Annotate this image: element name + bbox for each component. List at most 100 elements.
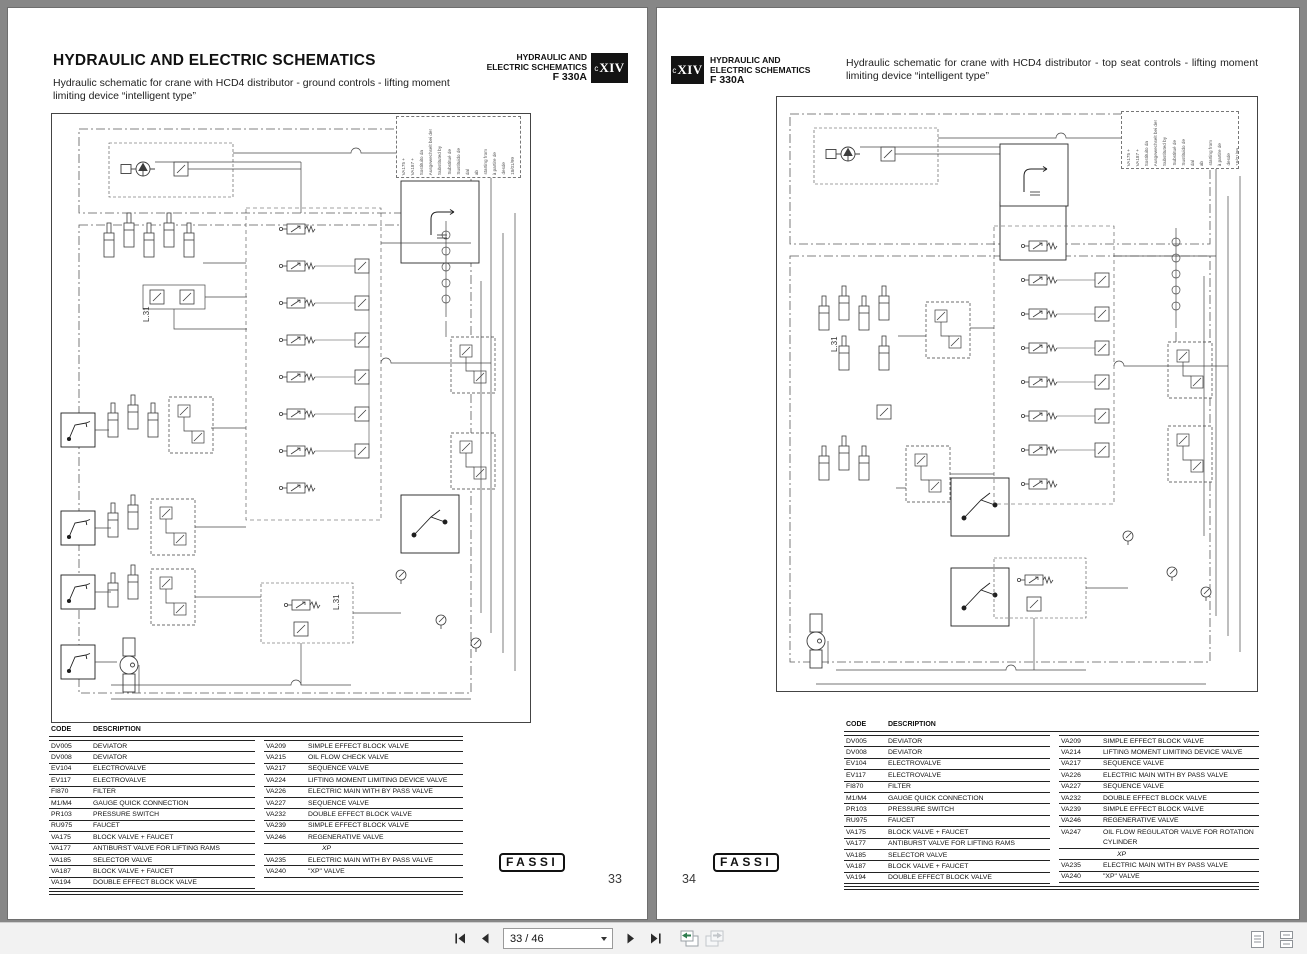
part-description: SELECTOR VALVE xyxy=(888,851,948,859)
part-code: VA240 xyxy=(1061,873,1081,881)
table-row: VA187 BLOCK VALVE + FAUCET xyxy=(49,866,255,878)
part-code: VA235 xyxy=(266,856,286,864)
page-subtitle-line2: limiting device “intelligent type” xyxy=(53,90,196,102)
table-row: VA217 SEQUENCE VALVE xyxy=(264,764,463,776)
parts-table-column: VA209 SIMPLE EFFECT BLOCK VALVE VA215 OI… xyxy=(264,740,463,878)
table-bottom-rule xyxy=(844,886,1259,891)
section-badge: c XIV xyxy=(671,56,704,84)
part-code: VA235 xyxy=(1061,861,1081,869)
next-view-icon xyxy=(705,930,724,947)
corner-header: HYDRAULIC AND ELECTRIC SCHEMATICS F 330A xyxy=(710,55,880,86)
check-valve-icon xyxy=(1094,408,1110,424)
table-row: XP xyxy=(264,844,463,855)
part-code: VA227 xyxy=(266,799,286,807)
page-subtitle-line1: Hydraulic schematic for crane with HCD4 … xyxy=(53,77,450,89)
next-page-icon xyxy=(627,933,634,944)
part-code: VA239 xyxy=(1061,806,1081,814)
continuous-view-button[interactable] xyxy=(1277,928,1295,950)
caret-down-icon[interactable] xyxy=(601,936,607,941)
part-code: PR103 xyxy=(846,806,867,814)
part-description: DOUBLE EFFECT BLOCK VALVE xyxy=(888,874,992,882)
table-row: VA185 SELECTOR VALVE xyxy=(49,855,255,867)
parts-table-header: CODE DESCRIPTION xyxy=(49,726,463,737)
table-row: VA246 REGENERATIVE VALVE xyxy=(264,832,463,844)
next-page-button[interactable] xyxy=(619,927,642,950)
note-line: Ausgewechselt bei der xyxy=(1153,119,1159,166)
part-description: SEQUENCE VALVE xyxy=(1103,760,1164,768)
check-valve-icon xyxy=(1094,306,1110,322)
part-description: ELECTROVALVE xyxy=(93,765,147,773)
document-page-right: c XIV HYDRAULIC AND ELECTRIC SCHEMATICS … xyxy=(656,7,1300,920)
block-valve-icon xyxy=(179,289,195,305)
note-line: Substituted by xyxy=(437,145,443,175)
first-page-button[interactable] xyxy=(449,927,472,950)
part-description: ELECTRIC MAIN WITH BY PASS VALVE xyxy=(308,788,433,796)
part-description: GAUGE QUICK CONNECTION xyxy=(93,799,189,807)
table-row: VA175 BLOCK VALVE + FAUCET xyxy=(49,832,255,844)
crane-motion-icon xyxy=(60,412,96,448)
part-code: VA227 xyxy=(1061,783,1081,791)
single-page-view-button[interactable] xyxy=(1248,928,1266,950)
check-valve-icon xyxy=(354,369,370,385)
part-code: VA187 xyxy=(846,862,866,870)
table-row: VA239 SIMPLE EFFECT BLOCK VALVE xyxy=(1059,804,1259,816)
part-code: VA232 xyxy=(266,811,286,819)
previous-page-button[interactable] xyxy=(474,927,497,950)
part-code: DV005 xyxy=(846,737,867,745)
part-code: VA177 xyxy=(51,845,71,853)
line-label: L.31 xyxy=(830,336,839,352)
part-description: SEQUENCE VALVE xyxy=(1103,783,1164,791)
table-row: VA235 ELECTRIC MAIN WITH BY PASS VALVE xyxy=(264,855,463,867)
rotation-actuator-icon xyxy=(119,637,139,693)
note-line: Substitué de xyxy=(446,149,452,175)
table-row: VA226 ELECTRIC MAIN WITH BY PASS VALVE xyxy=(264,787,463,798)
table-row: FI870 FILTER xyxy=(49,787,255,798)
note-line: ab xyxy=(1198,160,1204,166)
parts-table: CODE DESCRIPTION DV005 DEVIATOR DV008 DE… xyxy=(49,726,463,896)
fassi-logo: FASSI xyxy=(499,853,566,872)
table-row: VA247 OIL FLOW REGULATOR VALVE FOR ROTAT… xyxy=(1059,827,1259,837)
previous-page-icon xyxy=(482,933,489,944)
block-valve-group-icon xyxy=(1167,341,1213,399)
previous-view-button[interactable] xyxy=(678,927,701,950)
table-row: VA185 SELECTOR VALVE xyxy=(844,850,1050,862)
note-line: starting from xyxy=(482,149,488,175)
part-description: DOUBLE EFFECT BLOCK VALVE xyxy=(1103,794,1207,802)
rotation-actuator-icon xyxy=(806,613,826,669)
next-view-button[interactable] xyxy=(703,927,726,950)
part-description: BLOCK VALVE + FAUCET xyxy=(93,833,174,841)
part-code: DV008 xyxy=(51,754,72,762)
viewer-toolbar xyxy=(0,922,1307,954)
part-code: VA246 xyxy=(266,833,286,841)
part-code: VA239 xyxy=(266,822,286,830)
block-valve-icon xyxy=(149,289,165,305)
part-code: DV008 xyxy=(846,749,867,757)
table-row: VA187 BLOCK VALVE + FAUCET xyxy=(844,861,1050,873)
part-code: VA185 xyxy=(51,856,71,864)
part-description: REGENERATIVE VALVE xyxy=(308,833,384,841)
part-code: XP xyxy=(1117,850,1127,858)
note-line: VA175 + xyxy=(401,157,406,175)
part-code: VA175 xyxy=(51,833,71,841)
block-valve-group-icon xyxy=(168,396,214,454)
line-label: L.31 xyxy=(332,594,341,610)
part-code: EV117 xyxy=(51,776,71,784)
table-row: VA175 BLOCK VALVE + FAUCET xyxy=(844,827,1050,839)
part-description: DEVIATOR xyxy=(888,749,923,757)
check-valve-icon xyxy=(354,332,370,348)
last-page-button[interactable] xyxy=(644,927,667,950)
part-code: M1/M4 xyxy=(51,799,72,807)
section-badge: c XIV xyxy=(591,53,628,83)
continuous-view-icon xyxy=(1279,930,1293,948)
note-line: Substituted by xyxy=(1162,136,1168,166)
table-row: VA177 ANTIBURST VALVE FOR LIFTING RAMS xyxy=(844,839,1050,850)
part-description: GAUGE QUICK CONNECTION xyxy=(888,794,984,802)
note-line: 18/01/99 xyxy=(510,157,516,175)
table-row: VA209 SIMPLE EFFECT BLOCK VALVE xyxy=(264,741,463,753)
part-description: PRESSURE SWITCH xyxy=(93,811,160,819)
block-valve-icon xyxy=(293,621,309,637)
table-row: EV104 ELECTROVALVE xyxy=(49,764,255,776)
page-number-input[interactable] xyxy=(504,932,601,945)
table-row: RU975 FAUCET xyxy=(844,816,1050,828)
